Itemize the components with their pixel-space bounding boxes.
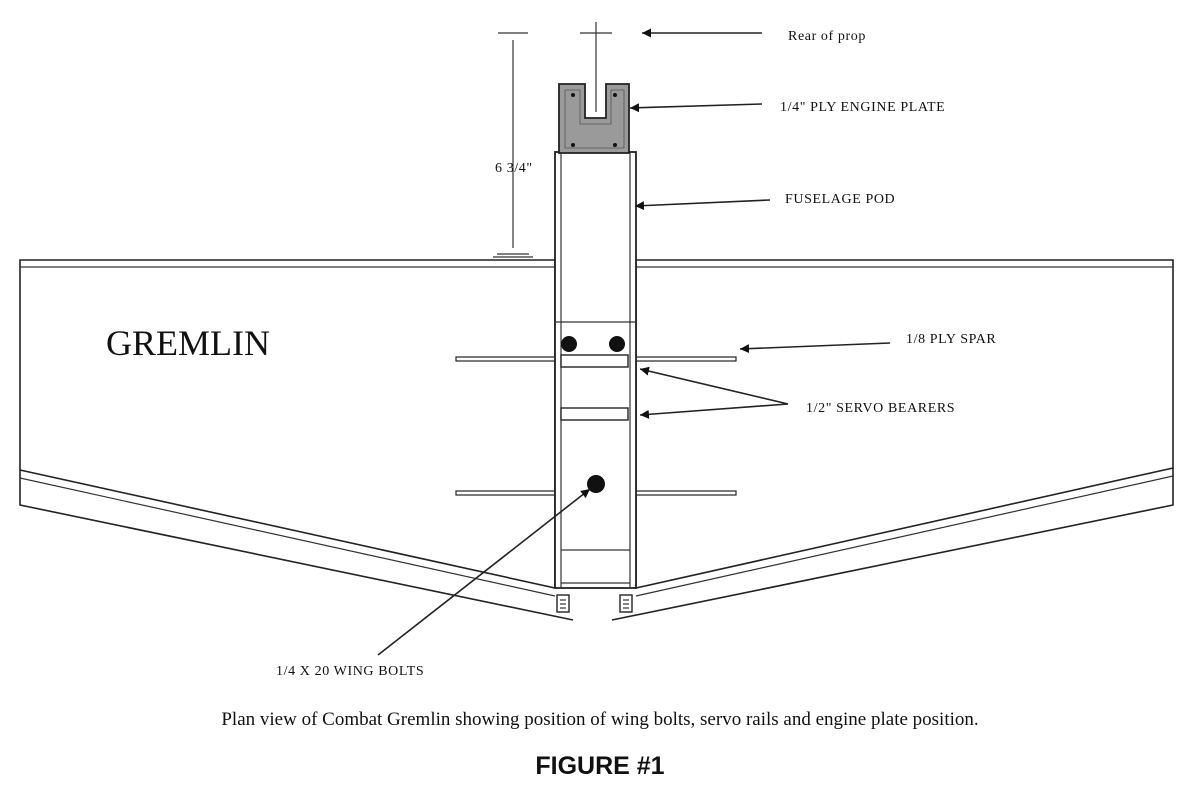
wing-bolts <box>561 336 625 493</box>
left-wing-panel <box>19 259 574 621</box>
figure-number: FIGURE #1 <box>535 752 665 780</box>
engine-plate-label: 1/4" PLY ENGINE PLATE <box>780 100 945 115</box>
wing-bolts-label: 1/4 X 20 WING BOLTS <box>276 664 424 679</box>
dimension-line: 6 3/4" <box>493 32 533 258</box>
servo-bearers-label: 1/2" SERVO BEARERS <box>806 401 955 416</box>
engine-plate <box>558 83 630 154</box>
fuselage-pod-label: FUSELAGE POD <box>785 192 895 207</box>
prop-centerline <box>580 22 612 112</box>
figure-caption: Plan view of Combat Gremlin showing posi… <box>221 709 979 730</box>
callout-arrows <box>377 28 891 656</box>
fuselage-pod <box>554 151 637 589</box>
right-wing-panel <box>611 259 1174 621</box>
servo-bearers <box>560 354 629 421</box>
rear-of-prop-label: Rear of prop <box>788 29 866 44</box>
elevon-hinges <box>556 594 633 613</box>
dimension-label: 6 3/4" <box>495 161 533 176</box>
ply-spar-label: 1/8 PLY SPAR <box>906 332 996 347</box>
wing-name-label: GREMLIN <box>106 323 270 363</box>
